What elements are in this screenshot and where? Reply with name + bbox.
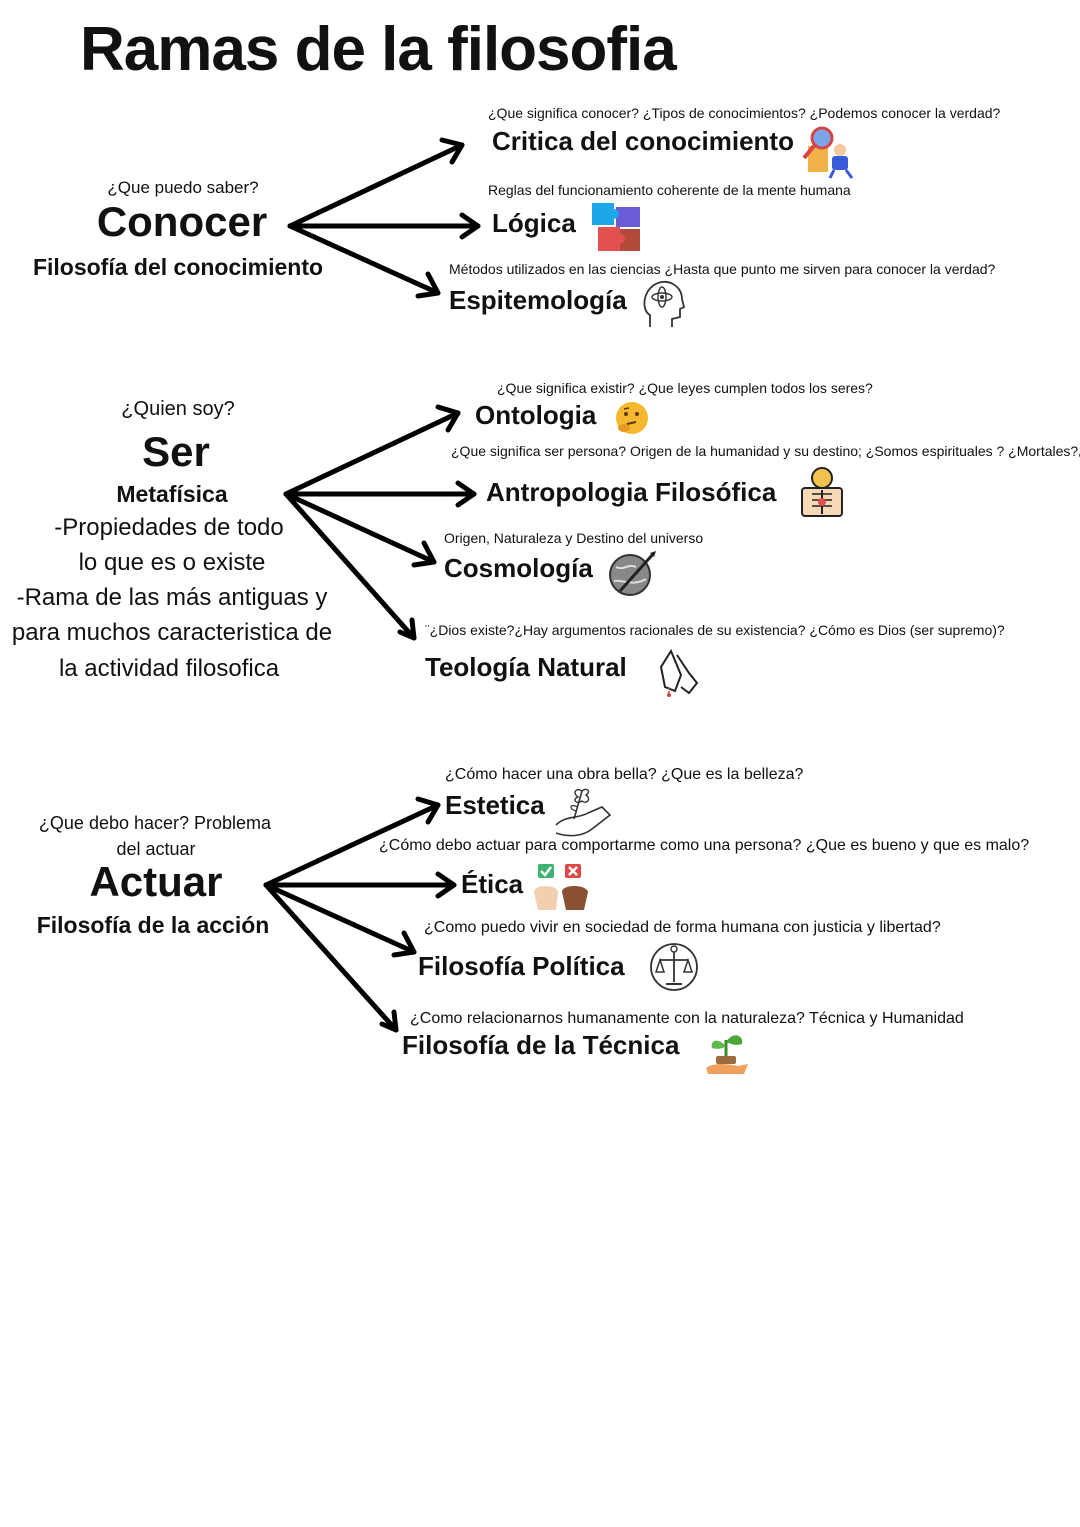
arrow-head bbox=[439, 137, 465, 165]
section-name: Ser bbox=[142, 428, 210, 475]
section-body-line: lo que es o existe bbox=[78, 549, 266, 576]
arrow-line bbox=[283, 410, 461, 497]
arrow-line bbox=[287, 223, 441, 296]
branch-desc: ¿Como puedo vivir en sociedad de forma h… bbox=[424, 919, 941, 936]
magnifier-person-icon bbox=[802, 126, 854, 179]
arrow-head bbox=[459, 212, 481, 240]
branch-desc: ¿Como relacionarnos humanamente con la n… bbox=[410, 1010, 964, 1027]
arrow-line bbox=[283, 491, 417, 641]
arrow-line bbox=[283, 491, 437, 565]
section-name: Conocer bbox=[96, 198, 268, 245]
section-subtitle: Filosofía de la acción bbox=[36, 912, 270, 938]
section-question: ¿Que puedo saber? bbox=[107, 178, 259, 197]
branch-desc: ¨¿Dios existe?¿Hay argumentos racionales… bbox=[425, 622, 1005, 638]
section-question: ¿Que debo hacer? Problema bbox=[38, 813, 272, 833]
scales-people-icon bbox=[650, 943, 698, 991]
arrow-head bbox=[435, 404, 461, 433]
arrow-line bbox=[263, 802, 441, 888]
section-body-line: -Rama de las más antiguas y bbox=[16, 584, 328, 611]
thinking-face-icon bbox=[616, 402, 648, 434]
branch-name: Estetica bbox=[445, 790, 545, 820]
branch-name: Lógica bbox=[492, 208, 576, 238]
branch-desc: Métodos utilizados en las ciencias ¿Hast… bbox=[449, 261, 996, 277]
arrow-line bbox=[263, 882, 417, 955]
section-question-line2: del actuar bbox=[116, 839, 196, 859]
branch-desc: ¿Que significa ser persona? Origen de la… bbox=[451, 443, 1080, 459]
puzzle-icon bbox=[592, 203, 640, 251]
section-subtitle: Metafísica bbox=[116, 481, 228, 507]
branch-name: Cosmología bbox=[444, 553, 593, 583]
section-question: ¿Quien soy? bbox=[121, 398, 235, 420]
plant-hand-icon bbox=[706, 1035, 748, 1074]
anatomy-icon bbox=[801, 467, 843, 517]
arrow-head bbox=[435, 871, 457, 899]
arrow-head bbox=[411, 540, 437, 568]
branch-name: Antropologia Filosófica bbox=[486, 477, 777, 507]
section-body-line: la actividad filosofica bbox=[58, 655, 280, 682]
page-title: Ramas de la filosofia bbox=[80, 15, 677, 84]
flower-hand-icon bbox=[555, 788, 612, 837]
branch-desc: ¿Cómo debo actuar para comportarme como … bbox=[379, 837, 1030, 854]
section-name: Actuar bbox=[89, 858, 223, 905]
branch-name: Filosofía Política bbox=[418, 951, 625, 981]
arrow-head bbox=[397, 617, 417, 641]
arrow-head bbox=[391, 930, 417, 958]
arrow-head bbox=[379, 1009, 399, 1033]
branch-name: Ontologia bbox=[475, 400, 597, 430]
branch-name: Espitemología bbox=[449, 285, 627, 315]
globe-pen-icon bbox=[609, 551, 656, 596]
section-body-line: -Propiedades de todo bbox=[54, 514, 284, 541]
branch-name: Critica del conocimiento bbox=[492, 126, 794, 156]
arrow-line bbox=[287, 142, 465, 229]
branch-desc: Reglas del funcionamiento coherente de l… bbox=[488, 182, 851, 198]
branch-desc: Origen, Naturaleza y Destino del univers… bbox=[444, 530, 704, 546]
arrow-head bbox=[415, 271, 441, 299]
arrow-head bbox=[455, 480, 477, 508]
head-atom-icon bbox=[643, 280, 686, 327]
branch-desc: ¿Cómo hacer una obra bella? ¿Que es la b… bbox=[445, 766, 804, 783]
branch-name: Filosofía de la Técnica bbox=[402, 1030, 680, 1060]
praying-hands-icon bbox=[659, 648, 699, 699]
branch-desc: ¿Que significa conocer? ¿Tipos de conoci… bbox=[488, 105, 1001, 121]
section-subtitle: Filosofía del conocimiento bbox=[32, 254, 324, 280]
branch-name: Ética bbox=[461, 869, 524, 899]
branch-name: Teología Natural bbox=[425, 652, 627, 682]
branch-desc: ¿Que significa existir? ¿Que leyes cumpl… bbox=[497, 380, 873, 396]
section-body-line: para muchos caracteristica de bbox=[11, 619, 333, 646]
ethics-hands-icon bbox=[534, 864, 588, 910]
arrow-head bbox=[415, 796, 441, 825]
arrow-line bbox=[263, 882, 399, 1033]
